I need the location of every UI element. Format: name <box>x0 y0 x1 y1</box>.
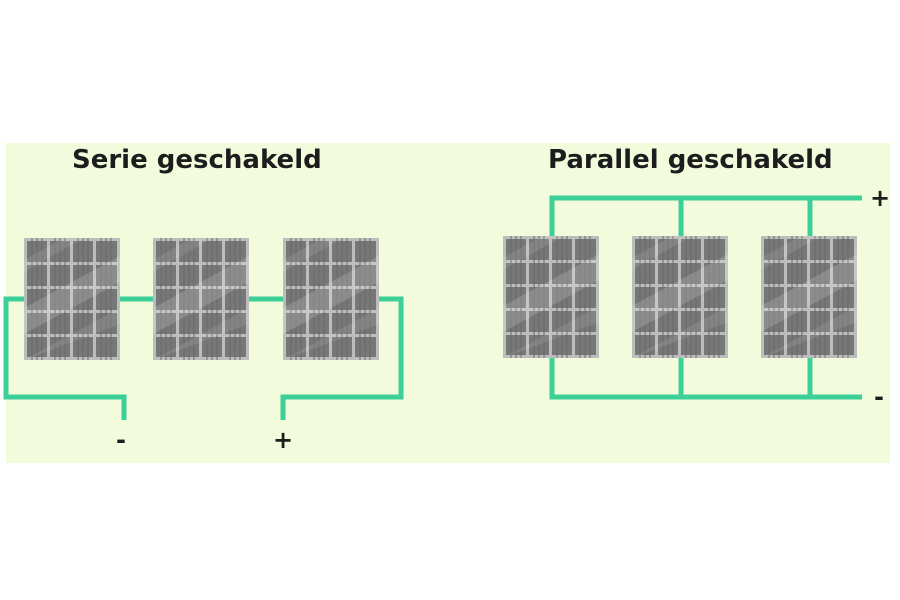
series-plus-label: + <box>273 426 293 454</box>
parallel-solar-panel-2 <box>632 236 728 358</box>
parallel-plus-label: + <box>870 184 890 212</box>
diagram-background <box>6 143 890 463</box>
series-section: Serie geschakeld - + <box>3 145 404 454</box>
parallel-wiring <box>549 195 862 400</box>
parallel-title: Parallel geschakeld <box>548 145 833 175</box>
parallel-section: Parallel geschakeld + - <box>503 145 890 411</box>
series-solar-panel-2 <box>153 238 249 360</box>
parallel-positive-bus <box>549 195 862 238</box>
series-minus-label: - <box>116 426 126 454</box>
parallel-minus-label: - <box>874 383 884 411</box>
parallel-negative-bus <box>549 356 862 400</box>
series-title: Serie geschakeld <box>72 145 322 175</box>
parallel-solar-panel-1 <box>503 236 599 358</box>
series-solar-panel-3 <box>283 238 379 360</box>
series-solar-panel-1 <box>24 238 120 360</box>
series-positive-wire <box>280 296 404 420</box>
series-negative-wire <box>3 296 127 420</box>
series-wiring <box>3 296 404 420</box>
parallel-solar-panel-3 <box>761 236 857 358</box>
